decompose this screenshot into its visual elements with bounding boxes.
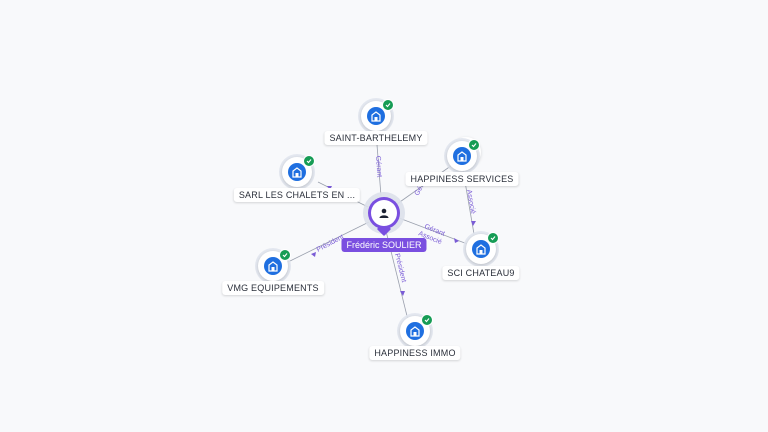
active-check-icon [487,232,499,244]
company-node-happiness-immo[interactable] [397,313,433,349]
building-icon [288,163,306,181]
company-label-sci-chateau9[interactable]: SCI CHATEAU9 [442,266,520,280]
company-node-saint-barthelemy[interactable] [358,98,394,134]
person-name-label[interactable]: Frédéric SOULIER [341,238,427,252]
person-icon [371,200,397,226]
building-icon [406,322,424,340]
active-check-icon [279,249,291,261]
building-icon [264,257,282,275]
active-check-icon [421,314,433,326]
arrowhead-immo [400,291,405,296]
edge-label-saint: Gérant [374,156,382,178]
arrowhead-vmg [311,252,316,257]
person-node[interactable] [363,192,405,237]
building-icon [472,240,490,258]
active-check-icon [303,155,315,167]
company-label-happiness-immo[interactable]: HAPPINESS IMMO [369,346,461,360]
building-icon [367,107,385,125]
building-icon [453,147,471,165]
company-node-happiness-services[interactable] [444,137,481,174]
company-node-vmg-equipements[interactable] [255,248,291,284]
active-check-icon [468,139,480,151]
arrowhead-sci [454,238,459,243]
company-label-vmg-equipements[interactable]: VMG EQUIPEMENTS [222,281,324,295]
company-node-sci-chateau9[interactable] [463,231,499,267]
arrowhead-happs-sci [471,221,476,226]
company-node-sarl-les-chalets[interactable] [279,154,315,190]
company-label-saint-barthelemy[interactable]: SAINT-BARTHELEMY [324,131,428,145]
active-check-icon [382,99,394,111]
edge-label-happs-sci: Associé [465,189,476,214]
edge-vmg [287,221,370,263]
company-label-sarl-les-chalets[interactable]: SARL LES CHALETS EN ... [233,188,361,202]
company-label-happiness-services[interactable]: HAPPINESS SERVICES [405,172,519,186]
